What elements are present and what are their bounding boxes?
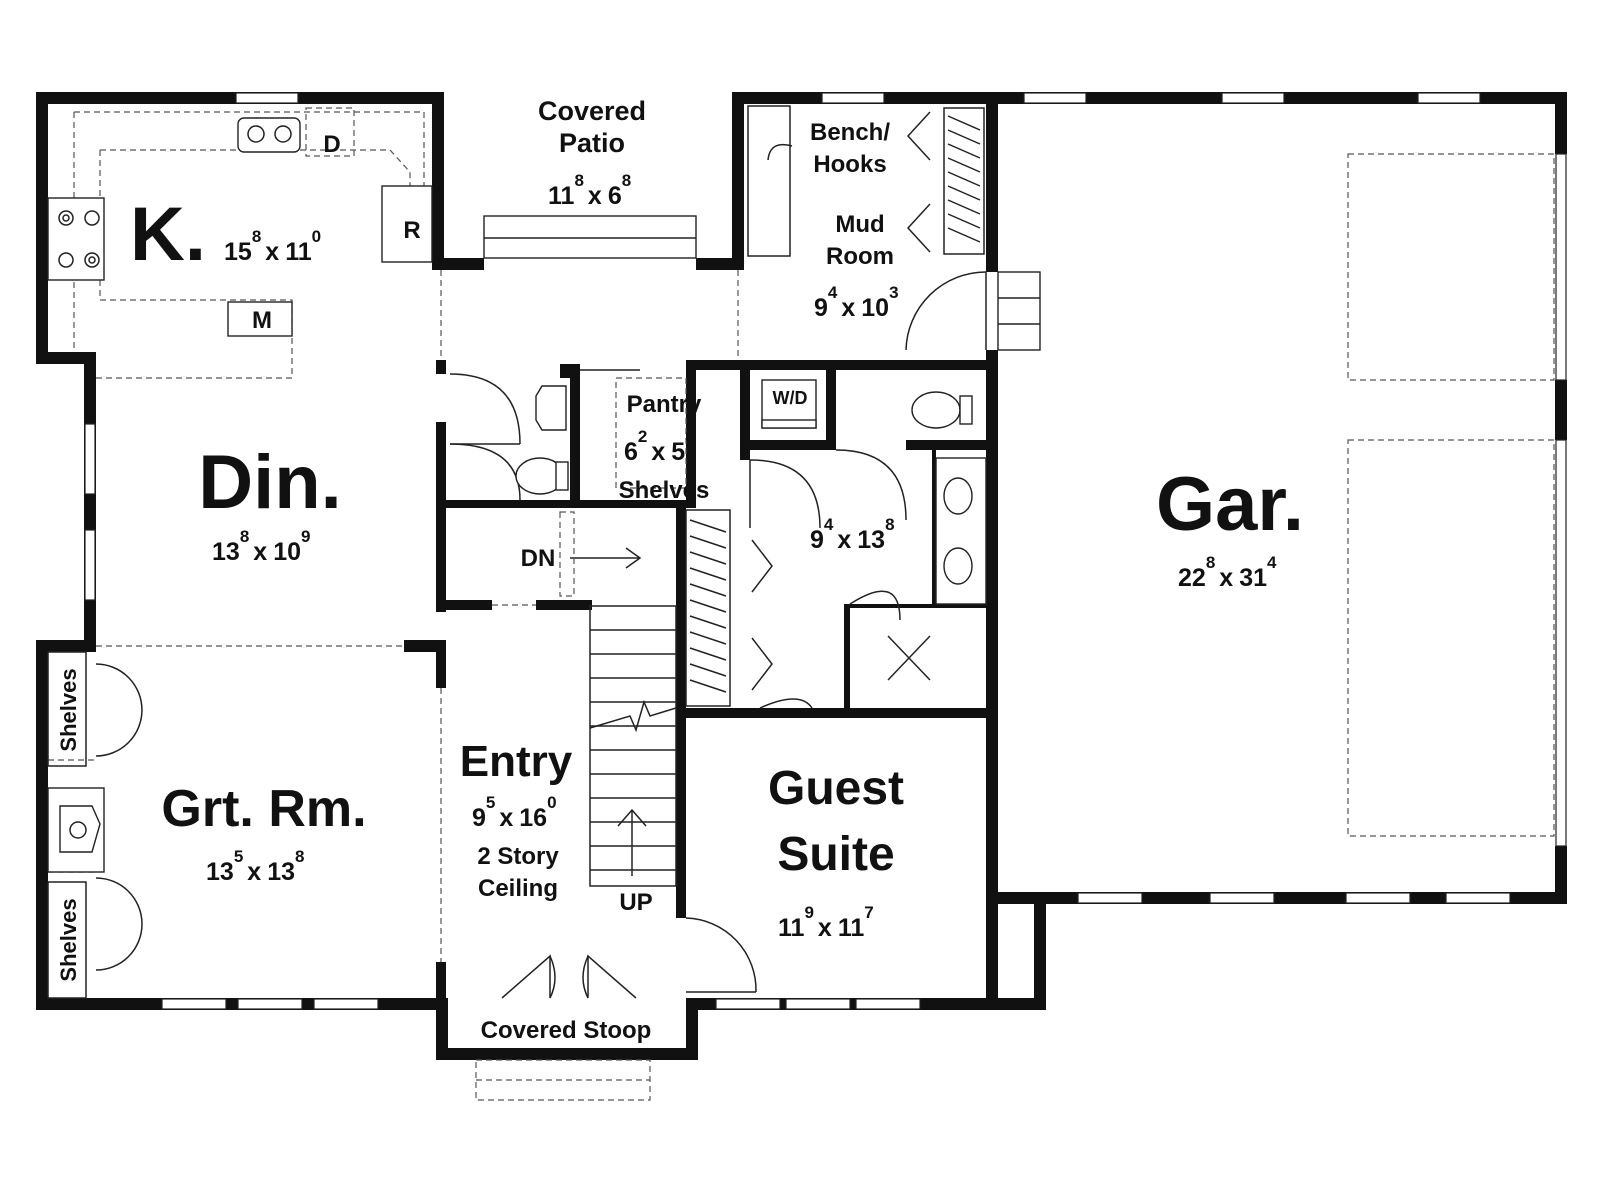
pantry-name: Pantry bbox=[627, 391, 702, 418]
mudroom-line2: Room bbox=[826, 243, 894, 270]
patio-name-line2: Patio bbox=[559, 128, 625, 158]
microwave-label: M bbox=[252, 307, 272, 334]
closet-shelving bbox=[943, 107, 985, 255]
dining-name: Din. bbox=[198, 440, 342, 525]
guest-suite-line2: Suite bbox=[777, 828, 894, 881]
refrigerator-icon bbox=[381, 185, 433, 263]
patio-name-line1: Covered bbox=[538, 96, 646, 126]
kitchen-height: 11 bbox=[285, 238, 312, 266]
mudroom-fixtures bbox=[747, 105, 1041, 351]
kitchen-width: 15 bbox=[224, 238, 252, 266]
washer-dryer-label: W/D bbox=[773, 388, 808, 408]
great-room-name: Grt. Rm. bbox=[161, 780, 366, 838]
microwave-icon bbox=[227, 301, 293, 337]
shelves-bottom-label: Shelves bbox=[56, 898, 81, 981]
powder-room-fixtures bbox=[449, 373, 569, 501]
patio-fixtures bbox=[483, 215, 697, 259]
entry-name: Entry bbox=[460, 737, 573, 786]
stoop-name: Covered Stoop bbox=[481, 1017, 652, 1044]
entry-note1: 2 Story bbox=[477, 843, 559, 870]
laundry-bath-fixtures bbox=[749, 379, 987, 709]
mudroom-line1: Mud bbox=[835, 211, 884, 238]
guest-suite-line1: Guest bbox=[768, 762, 904, 815]
vanity-icon bbox=[535, 385, 567, 431]
dishwasher-label: D bbox=[323, 131, 340, 158]
bench-line2: Hooks bbox=[813, 151, 886, 178]
stairs bbox=[559, 509, 731, 887]
entry-doors bbox=[501, 917, 757, 999]
garage-name: Gar. bbox=[1156, 462, 1304, 547]
kitchen-width-in: 8 bbox=[252, 227, 261, 246]
pantry-shelves: Shelves bbox=[619, 477, 710, 504]
range-icon bbox=[47, 197, 105, 281]
kitchen-name: K. bbox=[130, 192, 206, 277]
kitchen-fixtures bbox=[47, 107, 433, 337]
toilet-icon bbox=[911, 391, 961, 429]
entry-note2: Ceiling bbox=[478, 875, 558, 902]
pantry-fixtures bbox=[580, 369, 687, 489]
bench-line1: Bench/ bbox=[810, 119, 890, 146]
fixture-labels: D R M W/D DN UP Shelves Shelves bbox=[56, 131, 808, 982]
stairs-up-label: UP bbox=[619, 889, 652, 916]
windows bbox=[84, 92, 1567, 1010]
refrigerator-label: R bbox=[403, 217, 420, 244]
kitchen-height-in: 0 bbox=[312, 227, 321, 246]
stairs-down-label: DN bbox=[521, 545, 556, 572]
shelves-top-label: Shelves bbox=[56, 668, 81, 751]
step-icon bbox=[997, 271, 1041, 351]
great-room-fixtures bbox=[47, 651, 143, 999]
